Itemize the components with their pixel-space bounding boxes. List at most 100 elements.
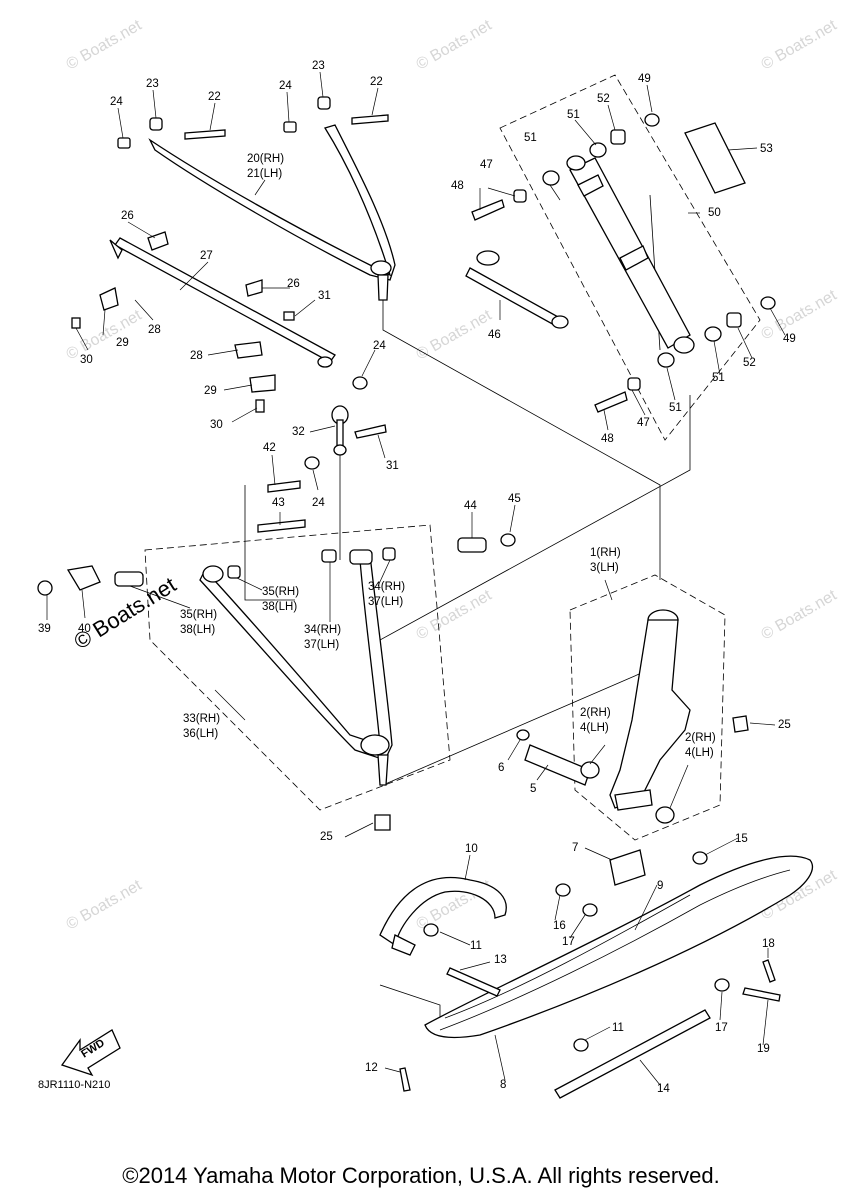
watermark: © Boats.net: [414, 307, 496, 364]
callout-26: 26: [121, 210, 134, 222]
ski: [424, 849, 814, 1039]
callout-23: 23: [146, 78, 159, 90]
callout-47: 47: [637, 417, 650, 429]
diagram-code: 8JR1110-N210: [38, 1079, 110, 1091]
callout-25: 25: [778, 719, 791, 731]
watermark: © Boats.net: [64, 17, 146, 74]
callout-51: 51: [712, 372, 725, 384]
callout-26: 26: [287, 278, 300, 290]
spindle-group-box: [569, 574, 726, 841]
callout-2-rh: 2(RH): [685, 732, 716, 744]
callout-24: 24: [110, 96, 123, 108]
callout-10: 10: [465, 843, 478, 855]
callout-51: 51: [524, 132, 537, 144]
stabilizer-bar: [109, 237, 336, 368]
spring-tool: [465, 250, 569, 329]
watermark: © Boats.net: [414, 17, 496, 74]
callout-49: 49: [638, 73, 651, 85]
callout-6: 6: [498, 762, 504, 774]
callout-47: 47: [480, 159, 493, 171]
callout-12: 12: [365, 1062, 378, 1074]
callout-13: 13: [494, 954, 507, 966]
a-arm-group-box: [144, 524, 451, 811]
callout-19: 19: [757, 1043, 770, 1055]
callout-1-rh: 1(RH): [590, 547, 621, 559]
spindle-hardware: [374, 715, 749, 831]
shock-group-box: [499, 74, 761, 441]
watermark: © Boats.net: [759, 587, 841, 644]
callout-9: 9: [657, 880, 663, 892]
callout-29: 29: [116, 337, 129, 349]
upper-a-arm: [148, 124, 396, 301]
callout-18: 18: [762, 938, 775, 950]
group-boxes: [144, 74, 761, 841]
callout-25: 25: [320, 831, 333, 843]
callout-52: 52: [743, 357, 756, 369]
callout-36-lh: 36(LH): [183, 728, 218, 740]
callout-15: 15: [735, 833, 748, 845]
callout-35-rh: 35(RH): [262, 586, 299, 598]
callout-7: 7: [572, 842, 578, 854]
callout-45: 45: [508, 493, 521, 505]
callout-16: 16: [553, 920, 566, 932]
callout-38-lh: 38(LH): [262, 601, 297, 613]
callout-22: 22: [208, 91, 221, 103]
callout-labels: 24 23 22 24 23 22 20(RH) 21(LH) 26 27 26…: [38, 60, 796, 1095]
lower-a-arm: [199, 549, 393, 786]
callout-40: 40: [78, 623, 91, 635]
callout-21-lh: 21(LH): [247, 168, 282, 180]
copyright-notice: ©2014 Yamaha Motor Corporation, U.S.A. A…: [122, 1163, 720, 1188]
callout-11: 11: [470, 940, 482, 952]
callout-38-lh: 38(LH): [180, 624, 215, 636]
watermark: © Boats.net: [64, 877, 146, 934]
callout-37-lh: 37(LH): [304, 639, 339, 651]
connection-lines: [244, 194, 691, 1020]
callout-23: 23: [312, 60, 325, 72]
stabilizer-link: [331, 405, 349, 456]
callout-29: 29: [204, 385, 217, 397]
callout-27: 27: [200, 250, 213, 262]
callout-24: 24: [279, 80, 292, 92]
callout-44: 44: [464, 500, 477, 512]
fwd-arrow: FWD: [60, 1029, 121, 1077]
callout-39: 39: [38, 623, 51, 635]
leader-lines: [46, 71, 786, 1086]
callout-49: 49: [783, 333, 796, 345]
callout-46: 46: [488, 329, 501, 341]
callout-51: 51: [567, 109, 580, 121]
callout-14: 14: [657, 1083, 670, 1095]
fasteners: [37, 96, 781, 1092]
callout-48: 48: [451, 180, 464, 192]
callout-31: 31: [318, 290, 331, 302]
callout-51: 51: [669, 402, 682, 414]
callout-22: 22: [370, 76, 383, 88]
callout-31: 31: [386, 460, 399, 472]
wear-bar: [554, 1009, 711, 1099]
callout-24: 24: [373, 340, 386, 352]
callout-42: 42: [263, 442, 276, 454]
callout-20-rh: 20(RH): [247, 153, 284, 165]
shock-absorber: [566, 155, 695, 354]
callout-11: 11: [612, 1022, 624, 1034]
callout-43: 43: [272, 497, 285, 509]
callout-34-rh: 34(RH): [368, 581, 405, 593]
callout-34-rh: 34(RH): [304, 624, 341, 636]
callout-28: 28: [148, 324, 161, 336]
callout-30: 30: [210, 419, 223, 431]
callout-4-lh: 4(LH): [685, 747, 714, 759]
callout-37-lh: 37(LH): [368, 596, 403, 608]
callout-53: 53: [760, 143, 773, 155]
ski-handle: [379, 876, 507, 956]
callout-33-rh: 33(RH): [183, 713, 220, 725]
callout-8: 8: [500, 1079, 506, 1091]
ski-spindle: [609, 609, 691, 811]
watermark: © Boats.net: [759, 17, 841, 74]
callout-2-rh: 2(RH): [580, 707, 611, 719]
callout-28: 28: [190, 350, 203, 362]
callout-17: 17: [715, 1022, 728, 1034]
callout-52: 52: [597, 93, 610, 105]
label-plate: [684, 122, 746, 194]
callout-5: 5: [530, 783, 536, 795]
callout-4-lh: 4(LH): [580, 722, 609, 734]
